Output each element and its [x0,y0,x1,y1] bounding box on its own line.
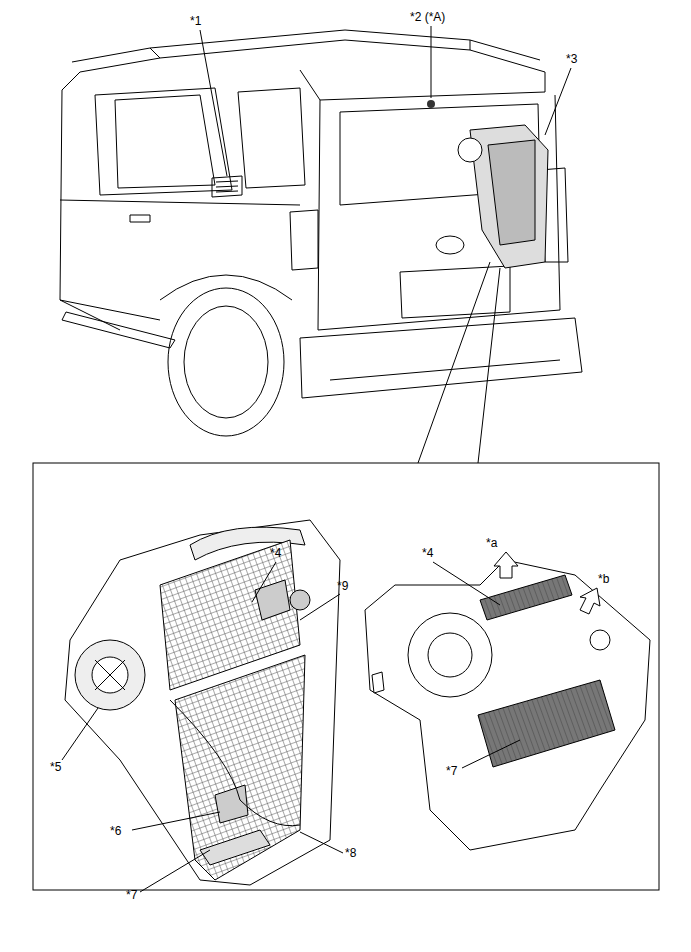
callout-number: *4 [270,546,281,560]
callout-number: *2 (*A) [410,10,445,24]
callout-number: *3 [566,52,577,66]
callout-number: *4 [422,546,433,560]
callout-number: *8 [345,846,356,860]
callout-number: *a [486,536,497,550]
callout-number: *7 [126,888,137,902]
callout-number: *1 [190,14,201,28]
callout-number: *5 [50,760,61,774]
callout-number: *b [598,572,609,586]
callout-number: *6 [110,824,121,838]
callout-number: *9 [337,579,348,593]
callout-number: *7 [446,764,457,778]
